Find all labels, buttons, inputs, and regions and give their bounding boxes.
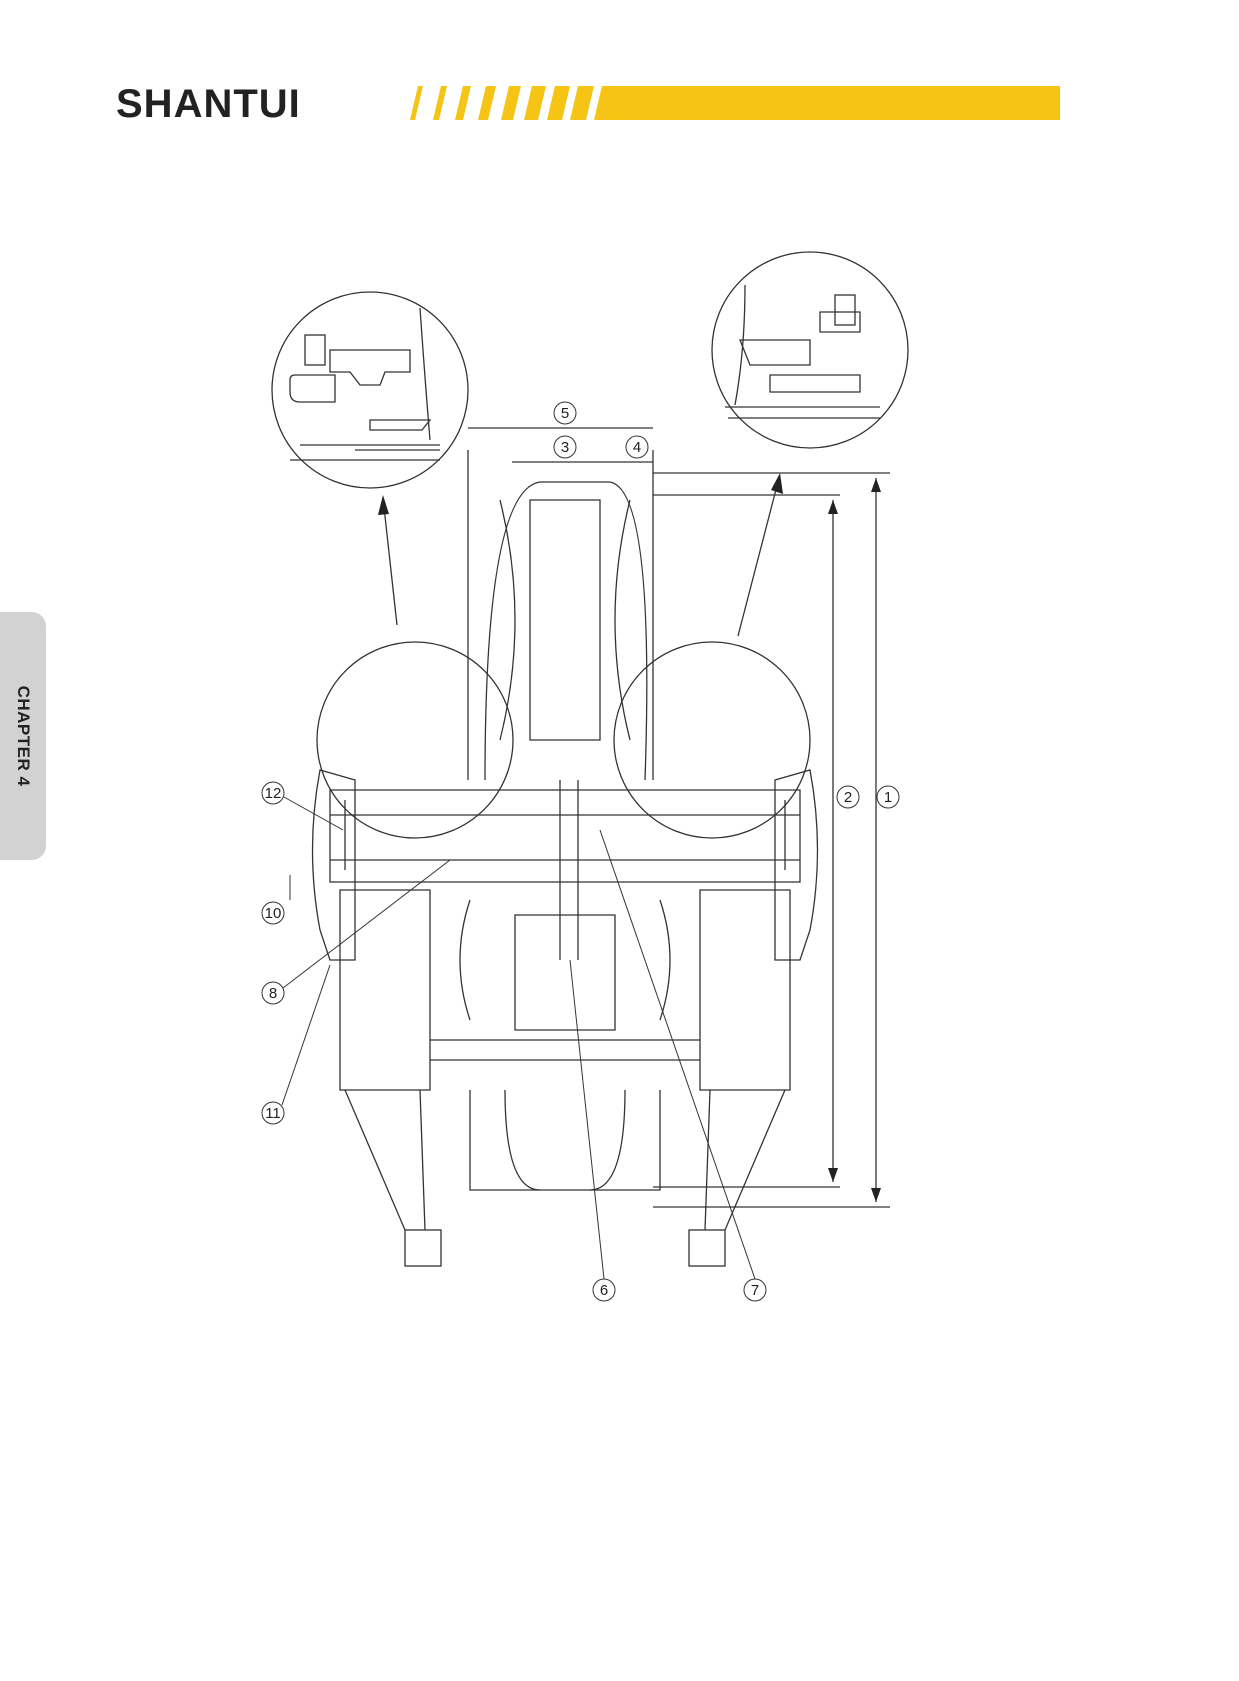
header-stripe-bar xyxy=(410,86,1060,120)
svg-text:6: 6 xyxy=(600,1282,608,1299)
callout-6: 6 xyxy=(592,1278,616,1302)
callout-5: 5 xyxy=(553,401,577,425)
callout-8: 8 xyxy=(261,981,285,1005)
svg-text:4: 4 xyxy=(633,439,641,456)
callout-1: 1 xyxy=(876,785,900,809)
svg-text:5: 5 xyxy=(561,405,569,422)
callout-7: 7 xyxy=(743,1278,767,1302)
svg-text:8: 8 xyxy=(269,985,277,1002)
chapter-side-tab xyxy=(0,612,46,860)
part-callouts: 1 2 3 4 5 6 7 8 10 11 12 xyxy=(261,401,900,1302)
zoom-circle-right xyxy=(613,641,811,839)
callout-2: 2 xyxy=(836,785,860,809)
svg-text:1: 1 xyxy=(884,789,892,806)
callout-11: 11 xyxy=(261,1101,285,1125)
callout-10: 10 xyxy=(261,901,285,925)
logo-text: SHANTUI xyxy=(116,82,301,126)
detail-circle-right xyxy=(711,251,909,449)
callout-3: 3 xyxy=(553,435,577,459)
zoom-circle-left xyxy=(316,641,514,839)
page-header: SHANTUI xyxy=(0,0,1239,140)
detail-circle-left xyxy=(271,291,469,489)
svg-text:7: 7 xyxy=(751,1282,759,1299)
svg-text:11: 11 xyxy=(265,1105,281,1122)
callout-12: 12 xyxy=(261,781,285,805)
svg-text:3: 3 xyxy=(561,439,569,456)
svg-text:10: 10 xyxy=(265,905,282,922)
svg-text:2: 2 xyxy=(844,789,852,806)
svg-text:12: 12 xyxy=(265,785,282,802)
callout-4: 4 xyxy=(625,435,649,459)
shantui-logo: SHANTUI xyxy=(116,84,301,124)
